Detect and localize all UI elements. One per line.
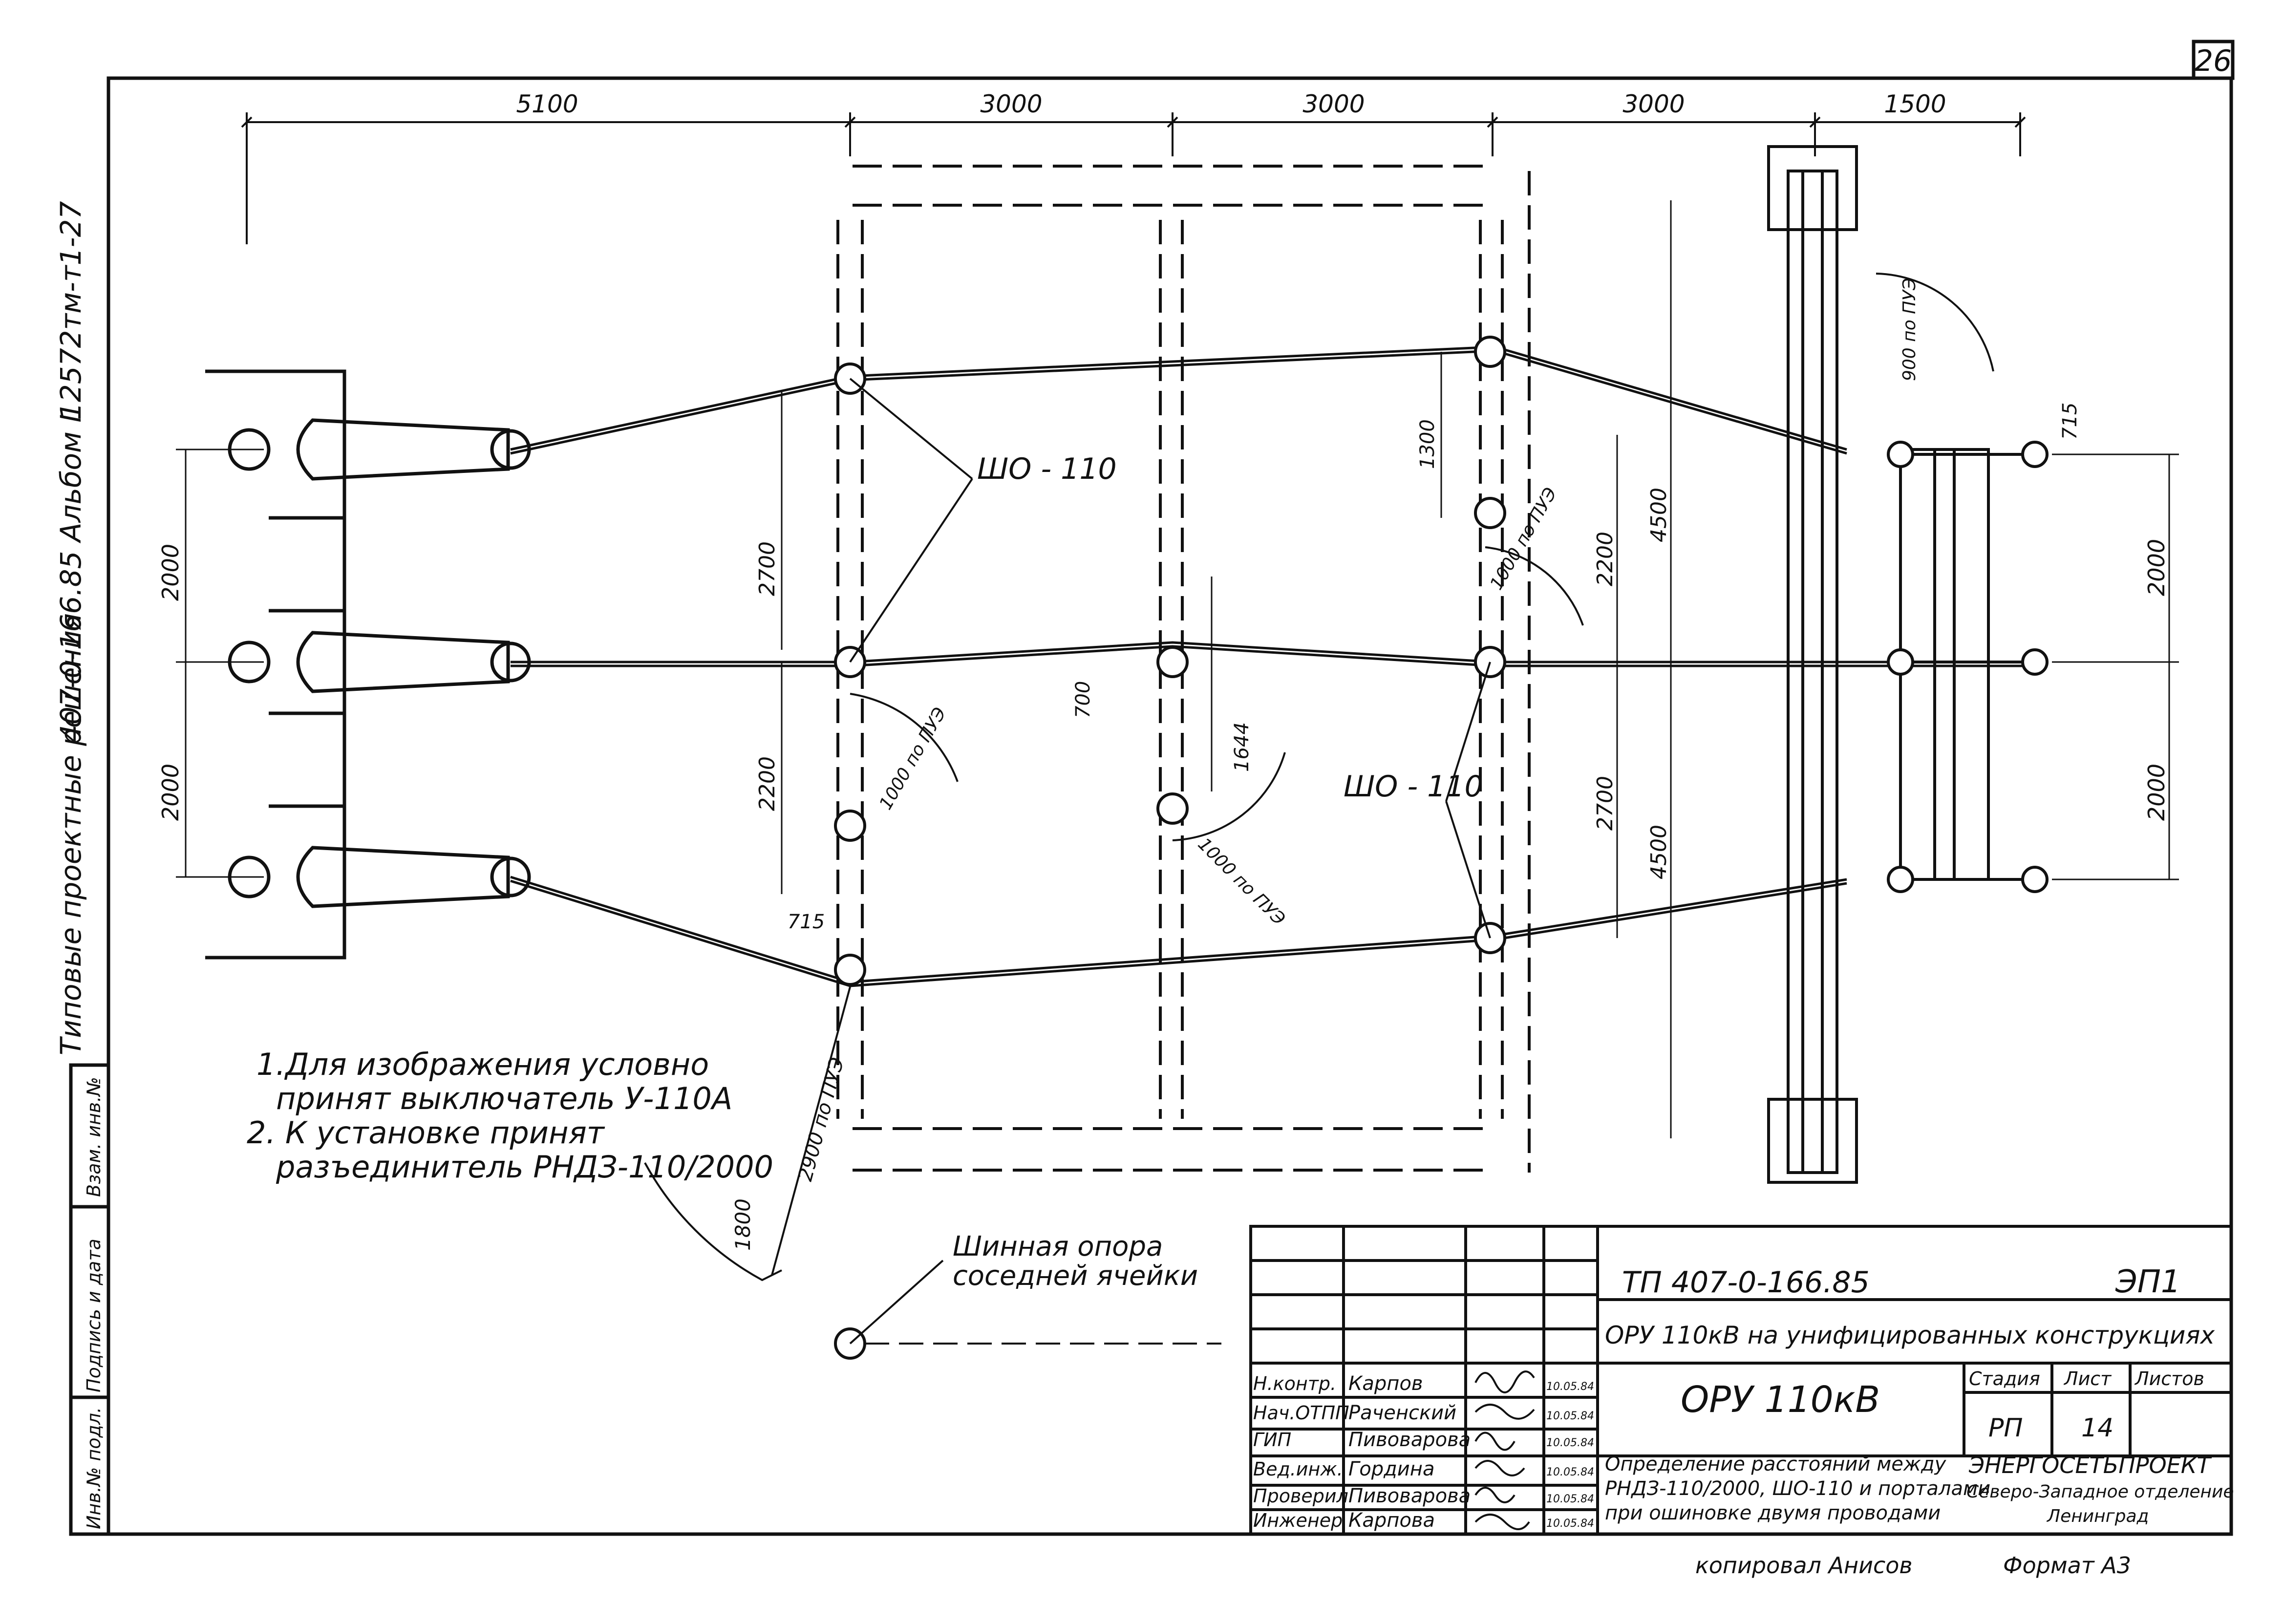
dim-top-3: 3000 xyxy=(1302,90,1365,118)
dim-mid-7: 4500 xyxy=(1646,488,1671,542)
dim-top-5: 1500 xyxy=(1884,90,1946,118)
person-date-5: 10.05.84 xyxy=(1546,1493,1594,1505)
clearance-arcs xyxy=(644,273,1994,1282)
dim-left-1: 2000 xyxy=(157,544,184,601)
right-bus-switches xyxy=(1887,441,2049,893)
album-code: 12572тм-т1-27 xyxy=(54,201,87,420)
title-org-2: Северо-Западное отделение xyxy=(1966,1482,2234,1502)
title-stage-value: РП xyxy=(1988,1413,2023,1443)
title-stage-header: Стадия xyxy=(1969,1368,2040,1389)
right-portal-column xyxy=(1767,145,1858,1184)
title-drawing-name: ОРУ 110кВ xyxy=(1681,1379,1880,1421)
dim-left-2: 2000 xyxy=(157,764,184,821)
bus-support-label-2: соседней ячейки xyxy=(953,1260,1198,1292)
dim-mid-14: 1000 по ПУЭ xyxy=(1194,834,1289,929)
person-role-2: Нач.ОТПП xyxy=(1253,1402,1349,1424)
title-desc-2: РНДЗ-110/2000, ШО-110 и порталами xyxy=(1605,1477,1990,1500)
person-name-5: Пивоварова xyxy=(1348,1485,1471,1507)
dim-mid-12: 900 по ПУЭ xyxy=(1900,278,1920,381)
title-sheets-header: Листов xyxy=(2134,1368,2204,1389)
label-leaders xyxy=(849,378,1491,1345)
person-role-4: Вед.инж. xyxy=(1253,1458,1343,1480)
person-name-6: Карпова xyxy=(1348,1509,1435,1532)
title-sheet-mark: ЭП1 xyxy=(2115,1264,2181,1300)
top-dimension-line xyxy=(241,112,2026,244)
person-date-2: 10.05.84 xyxy=(1546,1410,1594,1422)
sheet-number: 26 xyxy=(2195,44,2232,78)
series-title: Типовые проектные решения xyxy=(54,613,87,1055)
portal-bottom xyxy=(853,1127,1493,1172)
bus-support-label-1: Шинная опора xyxy=(953,1231,1163,1262)
portal-top xyxy=(853,165,1493,207)
dim-mid-2: 2200 xyxy=(755,756,780,811)
title-code: ТП 407-0-166.85 xyxy=(1622,1265,1870,1300)
dim-top-1: 5100 xyxy=(516,90,578,118)
dim-right-1: 2000 xyxy=(2143,539,2170,596)
person-role-3: ГИП xyxy=(1253,1429,1291,1451)
title-subject: ОРУ 110кВ на унифицированных конструкция… xyxy=(1605,1321,2215,1349)
dim-mid-6: 2200 xyxy=(1593,532,1618,586)
dim-mid-4: 1644 xyxy=(1231,722,1253,772)
drawing-frame xyxy=(107,76,2233,1536)
dimension-guides xyxy=(176,200,2179,1138)
person-role-1: Н.контр. xyxy=(1253,1373,1336,1394)
dim-mid-10: 715 xyxy=(788,911,825,933)
sho-label-right: ШО - 110 xyxy=(1344,769,1483,804)
dim-mid-17: 1800 xyxy=(731,1198,755,1251)
title-org-3: Ленинград xyxy=(2046,1506,2149,1526)
footer-copied: копировал Анисов xyxy=(1695,1552,1913,1579)
dim-mid-11: 715 xyxy=(2059,403,2081,440)
dim-top-2: 3000 xyxy=(980,90,1042,118)
side-stamp-3: Взам. инв.№ xyxy=(83,1077,105,1197)
title-desc-3: при ошиновке двумя проводами xyxy=(1605,1502,1941,1524)
dim-mid-3: 700 xyxy=(1072,681,1094,718)
dim-mid-5: 1300 xyxy=(1416,419,1439,469)
person-date-1: 10.05.84 xyxy=(1546,1381,1594,1393)
title-sheet-header: Лист xyxy=(2063,1368,2112,1389)
person-name-3: Пивоварова xyxy=(1348,1429,1471,1451)
sho-label-top: ШО - 110 xyxy=(977,452,1117,486)
dim-mid-9: 4500 xyxy=(1646,825,1671,879)
title-block xyxy=(1249,1225,2233,1536)
person-role-5: Проверил xyxy=(1253,1485,1348,1507)
person-name-2: Раченский xyxy=(1348,1402,1456,1424)
dim-mid-16: 2900 по ПУЭ xyxy=(794,1055,849,1183)
note-line-2: принят выключатель У-110А xyxy=(276,1081,732,1116)
note-line-1: 1.Для изображения условно xyxy=(256,1047,709,1082)
person-name-1: Карпов xyxy=(1348,1372,1423,1395)
person-date-6: 10.05.84 xyxy=(1546,1517,1594,1530)
footer-format: Формат А3 xyxy=(2003,1552,2131,1579)
breaker-u110a xyxy=(205,369,531,960)
sho-110-supports xyxy=(834,336,1506,1360)
sheet-number-box xyxy=(2192,40,2235,80)
conductors xyxy=(510,345,2035,987)
signatures xyxy=(1474,1370,1535,1530)
person-date-4: 10.05.84 xyxy=(1546,1466,1594,1478)
dim-mid-8: 2700 xyxy=(1593,776,1618,831)
side-stamp-2: Подпись и дата xyxy=(83,1239,105,1392)
person-role-6: Инженер xyxy=(1253,1510,1343,1531)
dim-top-4: 3000 xyxy=(1622,90,1685,118)
person-date-3: 10.05.84 xyxy=(1546,1437,1594,1449)
title-org-1: ЭНЕРГОСЕТЬПРОЕКТ xyxy=(1968,1452,2212,1478)
dim-mid-1: 2700 xyxy=(755,541,780,596)
album-title: 407-0-166.85 Альбом I xyxy=(54,414,87,743)
note-line-4: разъединитель РНДЗ-110/2000 xyxy=(276,1149,773,1185)
note-line-3: 2. К установке принят xyxy=(247,1115,605,1151)
title-sheet-value: 14 xyxy=(2081,1413,2113,1443)
side-stamp-box xyxy=(69,1063,110,1536)
dim-right-2: 2000 xyxy=(2143,764,2170,821)
signature-rows: Н.контр. Карпов 10.05.84 Нач.ОТПП Раченс… xyxy=(1253,1372,1594,1532)
person-name-4: Гордина xyxy=(1348,1458,1434,1480)
title-desc-1: Определение расстояний между xyxy=(1605,1453,1947,1475)
side-stamp-1: Инв.№ подл. xyxy=(83,1407,105,1529)
